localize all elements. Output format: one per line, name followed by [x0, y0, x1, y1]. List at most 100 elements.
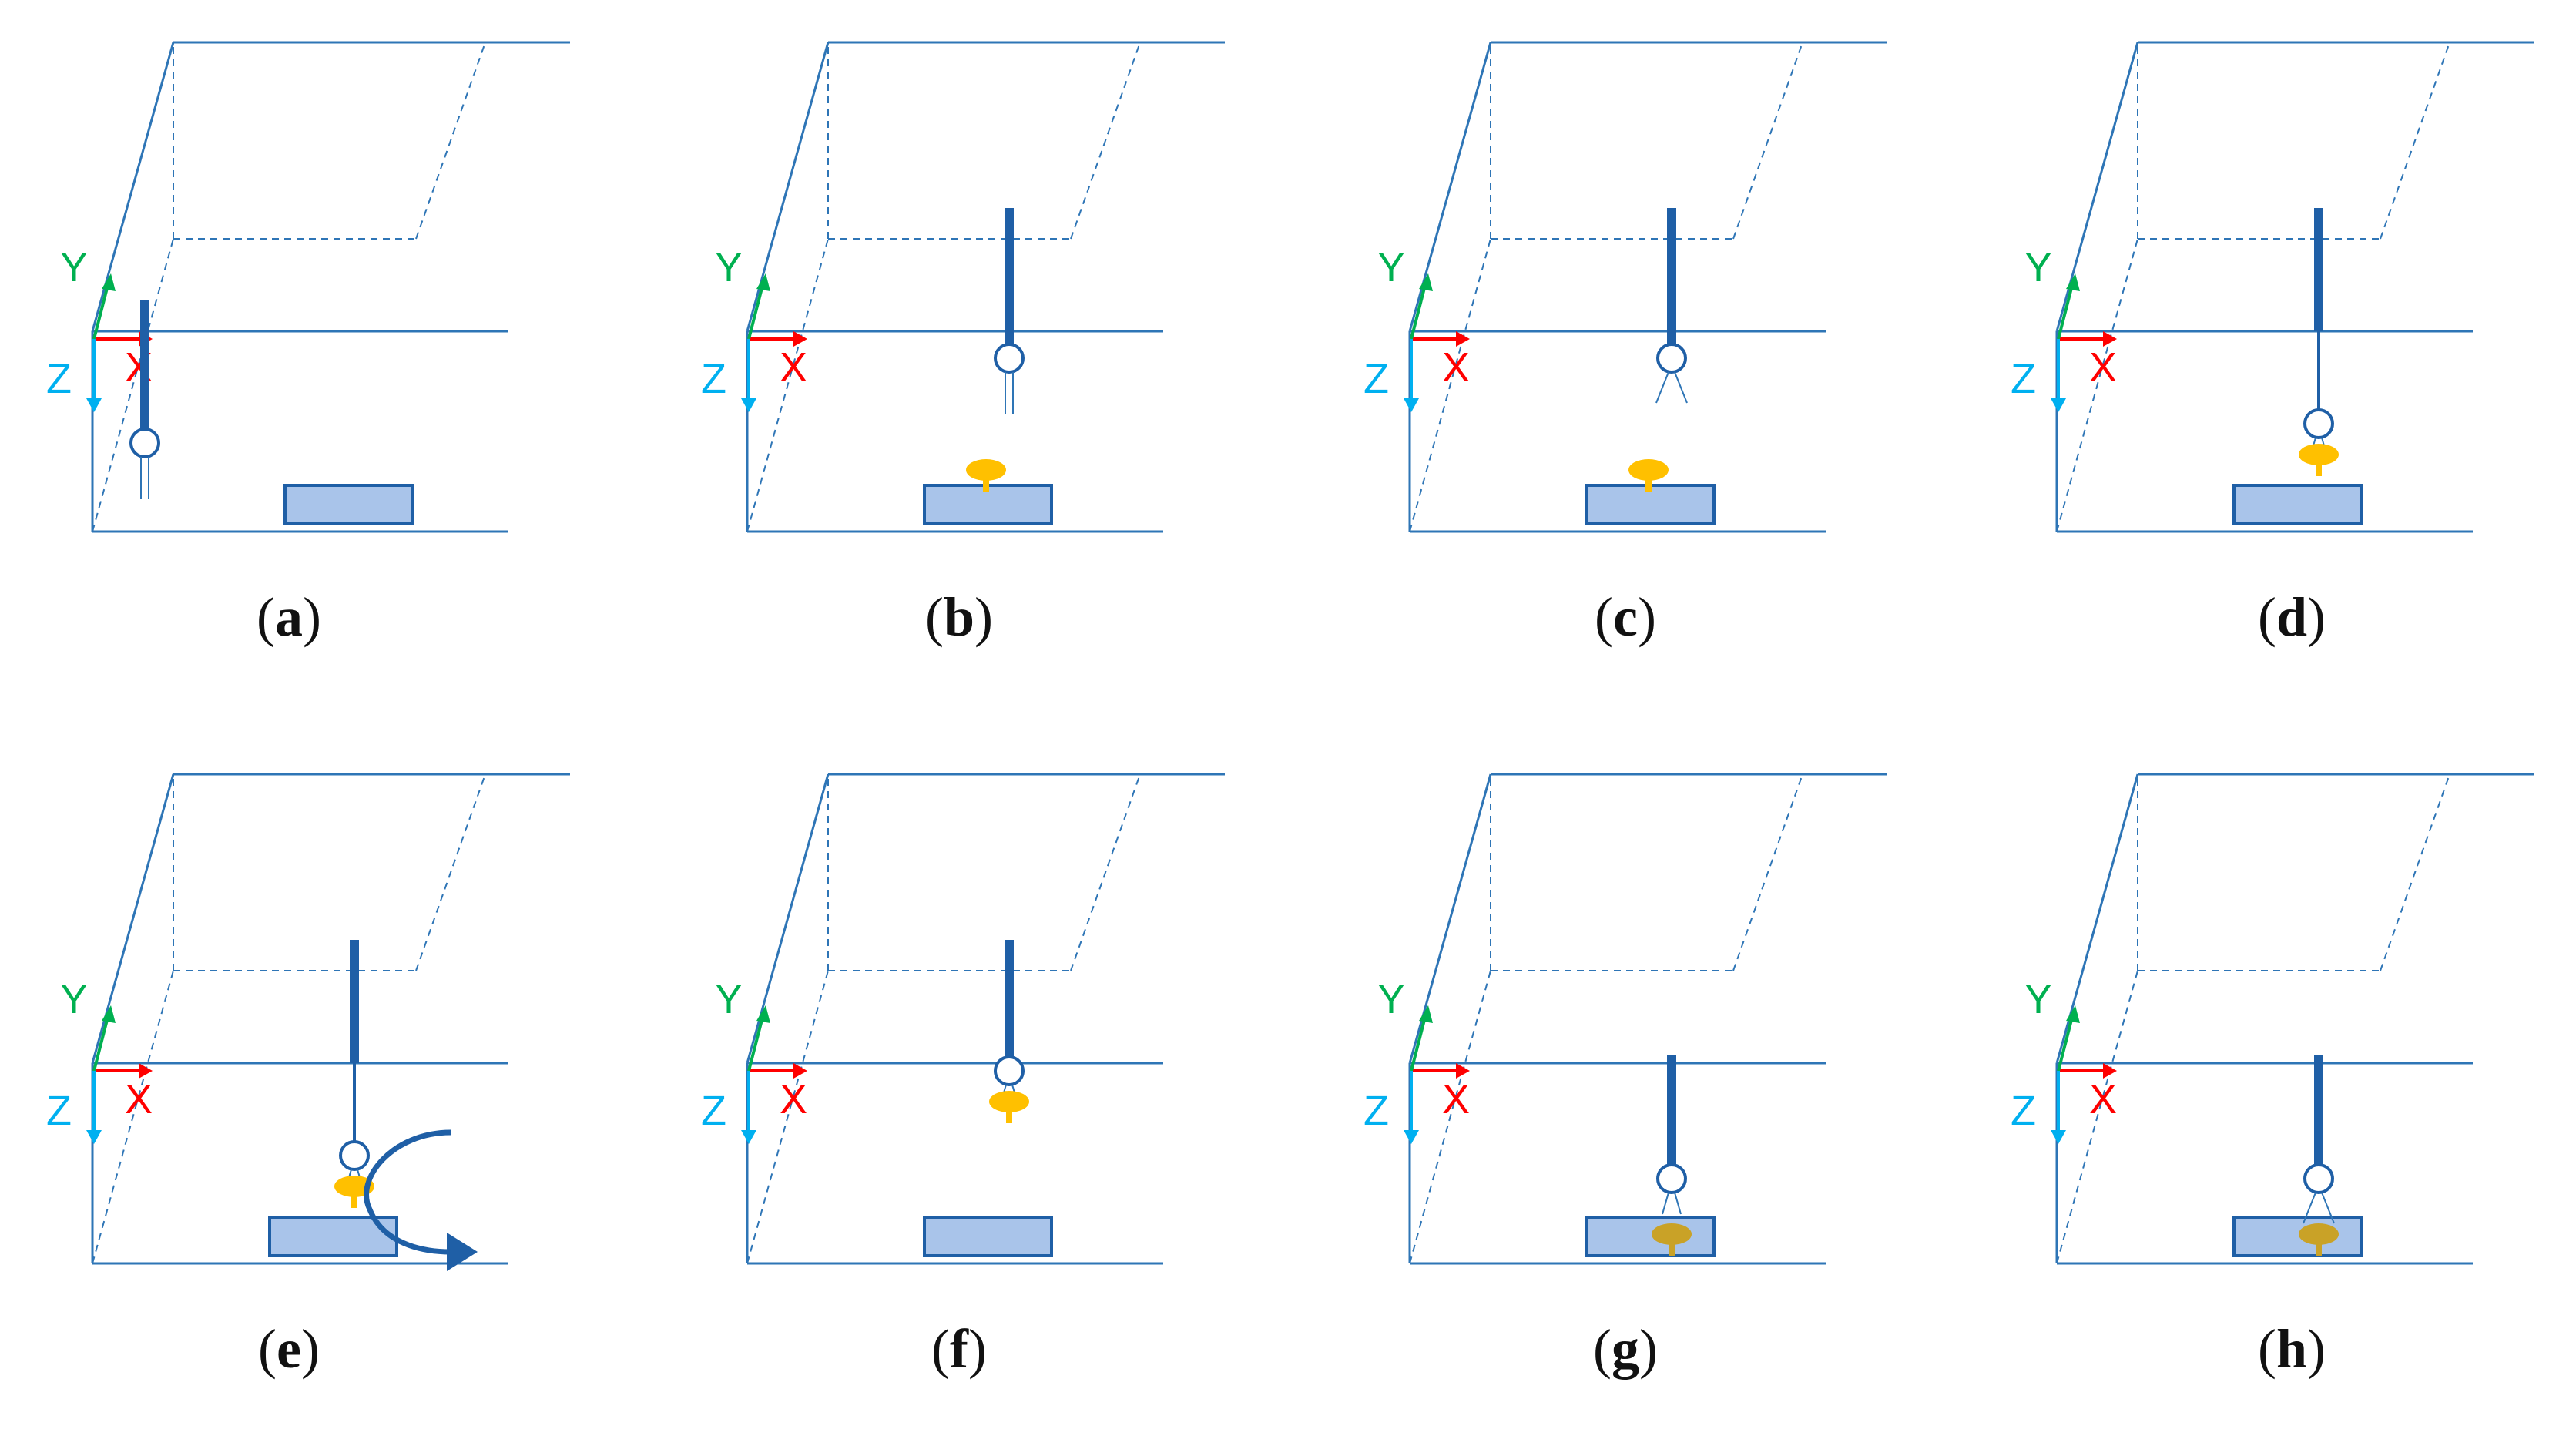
- workpiece-part: [966, 459, 1006, 492]
- panel-a-caption: (a): [173, 589, 404, 645]
- caption-open-paren: (: [1593, 1318, 1612, 1380]
- y-axis-label: Y: [60, 976, 88, 1022]
- robot-gripper-assembly: [129, 300, 160, 499]
- y-axis-arrowhead: [102, 273, 116, 291]
- gripper-fingers: [1005, 372, 1014, 414]
- x-axis-arrowhead: [1456, 1063, 1470, 1079]
- x-axis-arrowhead: [793, 331, 807, 347]
- coordinate-axes: XYZ: [2011, 244, 2117, 412]
- panel-h-diagram: XYZ: [2011, 773, 2534, 1265]
- gripper-joint: [2303, 408, 2334, 439]
- gripper-joint: [994, 1055, 1025, 1086]
- part-head: [966, 459, 1006, 481]
- y-axis-arrowhead: [756, 1005, 770, 1023]
- y-axis-arrowhead: [2066, 1005, 2080, 1023]
- y-axis-arrow: [92, 1016, 109, 1072]
- gripper-joint: [1656, 343, 1687, 374]
- panel-f-diagram: XYZ: [701, 773, 1225, 1265]
- robot-rod: [2314, 208, 2323, 331]
- tray: [923, 484, 1053, 525]
- tray: [1585, 1216, 1716, 1257]
- robot-gripper-assembly: [1655, 208, 1688, 404]
- panel-h-caption: (h): [2176, 1321, 2407, 1377]
- workpiece-part: [989, 1091, 1029, 1123]
- gripper-fingers: [1662, 1192, 1682, 1215]
- y-axis-label: Y: [60, 244, 88, 290]
- caption-open-paren: (: [2257, 1318, 2276, 1380]
- part-head: [1652, 1223, 1692, 1245]
- part-stem: [1645, 476, 1652, 492]
- z-axis-arrowhead: [1404, 1130, 1419, 1144]
- robot-rod: [140, 300, 149, 429]
- y-axis-arrowhead: [1419, 1005, 1433, 1023]
- robot-rod: [1005, 940, 1014, 1057]
- part-stem: [1669, 1240, 1675, 1256]
- y-axis-label: Y: [2024, 976, 2052, 1022]
- panel-d-diagram: XYZ: [2011, 41, 2534, 533]
- panel-d-caption: (d): [2176, 589, 2407, 645]
- hidden-edge-diagonal: [2056, 238, 2138, 532]
- workcell-frame: [2055, 773, 2534, 1265]
- workpiece-part: [2299, 444, 2339, 476]
- gripper-joint: [129, 428, 160, 458]
- coordinate-axes: XYZ: [1363, 976, 1470, 1144]
- coordinate-axes: XYZ: [1363, 244, 1470, 412]
- caption-close-paren: ): [2307, 586, 2326, 648]
- caption-letter: d: [2276, 586, 2308, 648]
- panel-c-diagram: XYZ: [1363, 41, 1887, 533]
- caption-letter: f: [950, 1318, 968, 1380]
- hidden-edge-far: [1732, 773, 1803, 971]
- x-axis-label: X: [125, 1076, 153, 1122]
- robot-rod: [350, 940, 359, 1063]
- caption-open-paren: (: [924, 586, 944, 648]
- coordinate-axes: XYZ: [2011, 976, 2117, 1144]
- robot-rod: [1005, 208, 1014, 344]
- hidden-edge-diagonal: [1409, 238, 1491, 532]
- hidden-edge-diagonal: [2056, 970, 2138, 1264]
- robot-rod: [2314, 1055, 2323, 1165]
- caption-open-paren: (: [258, 1318, 277, 1380]
- gripper-joint: [994, 343, 1025, 374]
- z-axis-label: Z: [46, 1088, 72, 1134]
- workcell-frame: [2055, 41, 2534, 533]
- part-stem: [1006, 1108, 1012, 1123]
- z-axis-arrowhead: [86, 1130, 102, 1144]
- z-axis-arrowhead: [741, 1130, 756, 1144]
- hidden-edge-diagonal: [92, 238, 174, 532]
- panel-b-diagram: XYZ: [701, 41, 1225, 533]
- coordinate-axes: XYZ: [701, 244, 807, 412]
- hidden-edge-diagonal: [1409, 970, 1491, 1264]
- z-axis-label: Z: [2011, 356, 2036, 402]
- y-axis-label: Y: [715, 976, 743, 1022]
- robot-gripper-assembly: [339, 940, 370, 1192]
- workcell-frame: [1408, 773, 1887, 1265]
- workpiece-part: [1652, 1223, 1692, 1256]
- gripper-fingers: [140, 457, 149, 499]
- gripper-fingers: [1655, 371, 1688, 404]
- caption-letter: a: [275, 586, 303, 648]
- y-axis-arrow: [2057, 284, 2074, 340]
- caption-close-paren: ): [300, 1318, 320, 1380]
- caption-letter: h: [2276, 1318, 2308, 1380]
- y-axis-arrow: [747, 1016, 764, 1072]
- x-axis-arrowhead: [1456, 331, 1470, 347]
- workcell-frame: [1408, 41, 1887, 533]
- workpiece-part: [1628, 459, 1669, 492]
- y-axis-arrow: [1410, 284, 1427, 340]
- workcell-frame: [746, 41, 1225, 533]
- z-axis-arrowhead: [2051, 1130, 2066, 1144]
- x-axis-label: X: [2089, 344, 2117, 391]
- robot-gripper-assembly: [994, 208, 1025, 414]
- part-head: [2299, 1223, 2339, 1245]
- caption-close-paren: ): [974, 586, 993, 648]
- gripper-joint: [2303, 1163, 2334, 1194]
- part-head: [2299, 444, 2339, 465]
- hidden-edge-far: [1070, 773, 1141, 971]
- x-axis-arrowhead: [2103, 331, 2117, 347]
- y-axis-label: Y: [1377, 244, 1405, 290]
- caption-open-paren: (: [257, 586, 275, 648]
- x-axis-arrowhead: [139, 1063, 153, 1079]
- y-axis-arrow: [747, 284, 764, 340]
- workcell-frame: [91, 41, 570, 533]
- gripper-fingers: [2303, 1192, 2335, 1224]
